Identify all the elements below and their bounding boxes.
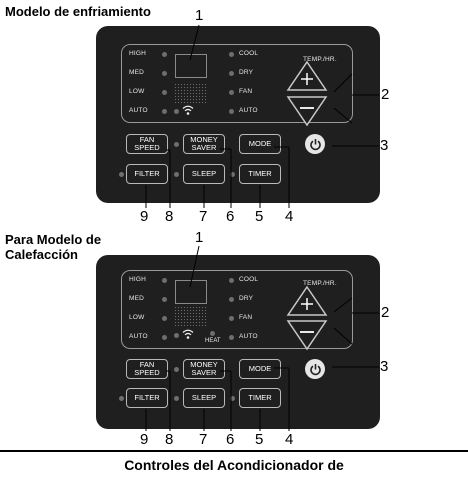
indicator-cool: COOL — [239, 50, 259, 57]
footer-title: Controles del Acondicionador de — [124, 457, 344, 473]
temp-hr-label: TEMP./HR. — [303, 280, 337, 287]
indicator-dot — [229, 90, 234, 95]
callout-3: 3 — [380, 358, 389, 375]
timer-button[interactable]: TIMER — [239, 164, 281, 184]
indicator-dot — [162, 109, 167, 114]
indicator-low: LOW — [129, 314, 145, 321]
indicator-dot — [174, 367, 179, 372]
indicator-dot — [162, 71, 167, 76]
wifi-icon — [182, 105, 194, 115]
indicator-dry: DRY — [239, 295, 254, 302]
callout-2: 2 — [381, 304, 390, 321]
display-area: HIGH MED LOW AUTO COOL DRY FAN AUTO TEMP… — [121, 44, 353, 123]
indicator-dot — [229, 109, 234, 114]
indicator-dot — [229, 335, 234, 340]
indicator-fan: FAN — [239, 314, 253, 321]
indicator-dot — [229, 316, 234, 321]
indicator-auto-fan: AUTO — [129, 333, 148, 340]
indicator-low: LOW — [129, 88, 145, 95]
wifi-icon — [182, 329, 194, 339]
filter-button[interactable]: FILTER — [126, 164, 168, 184]
callout-6: 6 — [226, 208, 235, 225]
filter-button[interactable]: FILTER — [126, 388, 168, 408]
indicator-dot — [229, 71, 234, 76]
lcd-digits — [175, 54, 207, 78]
indicator-fan: FAN — [239, 88, 253, 95]
callout-1: 1 — [195, 229, 204, 246]
callout-7: 7 — [199, 431, 208, 448]
callout-1: 1 — [195, 7, 204, 24]
divider-rule — [0, 450, 468, 452]
indicator-dot — [162, 90, 167, 95]
power-icon — [309, 363, 321, 375]
indicator-dot — [230, 396, 235, 401]
callout-9: 9 — [140, 208, 149, 225]
cooling-model-heading: Modelo de enfriamiento — [5, 4, 151, 19]
callout-4: 4 — [285, 431, 294, 448]
sleep-button[interactable]: SLEEP — [183, 388, 225, 408]
indicator-high: HIGH — [129, 276, 147, 283]
callout-4: 4 — [285, 208, 294, 225]
indicator-auto-fan: AUTO — [129, 107, 148, 114]
temp-up-button[interactable] — [286, 285, 328, 317]
mode-button[interactable]: MODE — [239, 134, 281, 154]
wifi-indicator-dot — [174, 109, 179, 114]
callout-8: 8 — [165, 208, 174, 225]
lcd-dot-matrix — [174, 83, 208, 103]
indicator-dot — [230, 172, 235, 177]
indicator-dot — [162, 297, 167, 302]
indicator-dot — [162, 335, 167, 340]
indicator-med: MED — [129, 295, 145, 302]
callout-3: 3 — [380, 137, 389, 154]
mode-button[interactable]: MODE — [239, 359, 281, 379]
indicator-dot — [229, 52, 234, 57]
indicator-dot — [229, 297, 234, 302]
indicator-auto-mode: AUTO — [239, 107, 258, 114]
display-area: HIGH MED LOW AUTO HEAT COOL DRY FAN AUTO… — [121, 270, 353, 349]
power-button[interactable] — [305, 359, 325, 379]
temp-down-button[interactable] — [286, 319, 328, 351]
callout-9: 9 — [140, 431, 149, 448]
temp-hr-label: TEMP./HR. — [303, 56, 337, 63]
power-icon — [309, 138, 321, 150]
indicator-heat: HEAT — [205, 338, 221, 344]
callout-6: 6 — [226, 431, 235, 448]
indicator-dot — [174, 142, 179, 147]
indicator-dot — [162, 278, 167, 283]
indicator-dot — [229, 278, 234, 283]
temp-up-button[interactable] — [286, 60, 328, 92]
indicator-dot — [162, 52, 167, 57]
timer-button[interactable]: TIMER — [239, 388, 281, 408]
sleep-button[interactable]: SLEEP — [183, 164, 225, 184]
indicator-dot — [119, 396, 124, 401]
indicator-dot — [174, 172, 179, 177]
indicator-dot — [162, 316, 167, 321]
lcd-digits — [175, 280, 207, 304]
control-panel-heating: HIGH MED LOW AUTO HEAT COOL DRY FAN AUTO… — [96, 255, 380, 429]
temp-down-button[interactable] — [286, 95, 328, 127]
indicator-high: HIGH — [129, 50, 147, 57]
callout-7: 7 — [199, 208, 208, 225]
wifi-indicator-dot — [174, 333, 179, 338]
indicator-med: MED — [129, 69, 145, 76]
callout-2: 2 — [381, 86, 390, 103]
heat-indicator-dot — [210, 331, 215, 336]
indicator-auto-mode: AUTO — [239, 333, 258, 340]
heating-model-heading: Para Modelo de Calefacción — [5, 232, 102, 262]
indicator-cool: COOL — [239, 276, 259, 283]
lcd-dot-matrix — [174, 306, 208, 326]
control-panel-cooling: HIGH MED LOW AUTO COOL DRY FAN AUTO TEMP… — [96, 26, 380, 203]
power-button[interactable] — [305, 134, 325, 154]
indicator-dot — [174, 396, 179, 401]
indicator-dry: DRY — [239, 69, 254, 76]
indicator-dot — [119, 172, 124, 177]
callout-8: 8 — [165, 431, 174, 448]
callout-5: 5 — [255, 208, 264, 225]
callout-5: 5 — [255, 431, 264, 448]
